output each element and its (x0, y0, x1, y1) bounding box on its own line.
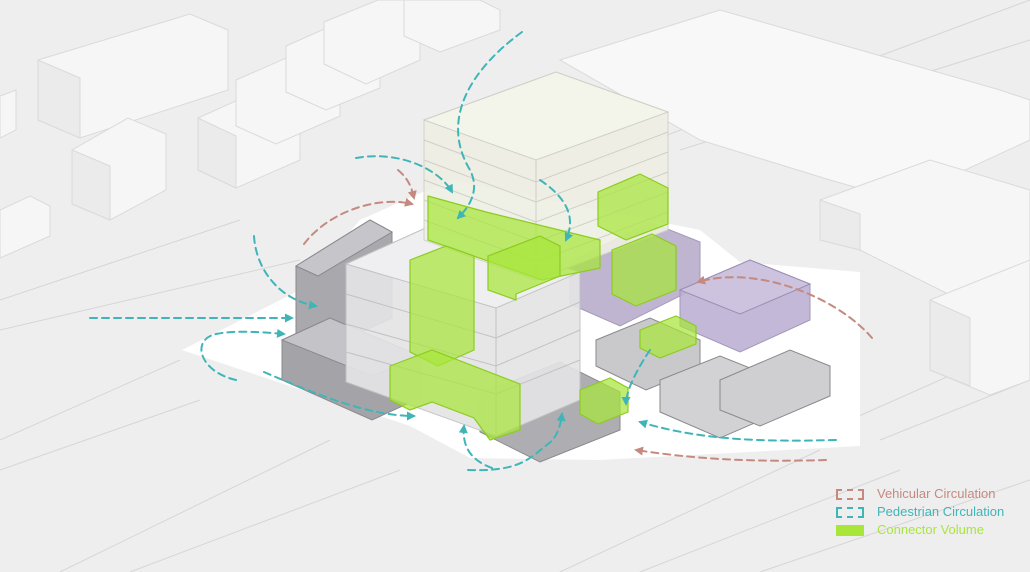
legend-swatch-pedestrian (836, 507, 864, 518)
legend-label-vehicular: Vehicular Circulation (877, 486, 996, 501)
connector-pier-left (409, 245, 475, 367)
connector-right-mid (611, 233, 677, 307)
connector-base (389, 349, 521, 441)
connector-hook (487, 235, 561, 301)
pedestrian-circulation-paths (89, 31, 837, 472)
legend-item-vehicular: Vehicular Circulation (836, 486, 1026, 504)
legend-label-connector: Connector Volume (877, 522, 984, 537)
legend-swatch-vehicular (836, 489, 864, 500)
connector-small-base (579, 377, 629, 425)
legend-item-pedestrian: Pedestrian Circulation (836, 504, 1026, 522)
connector-small-right (639, 315, 697, 359)
vehicular-circulation-paths (303, 169, 873, 462)
legend-label-pedestrian: Pedestrian Circulation (877, 504, 1005, 519)
connector-volumes (389, 173, 697, 441)
legend-item-connector: Connector Volume (836, 522, 1026, 540)
connector-tower-right (597, 173, 669, 241)
legend-swatch-connector (836, 525, 864, 536)
context-buildings (0, 0, 1030, 396)
